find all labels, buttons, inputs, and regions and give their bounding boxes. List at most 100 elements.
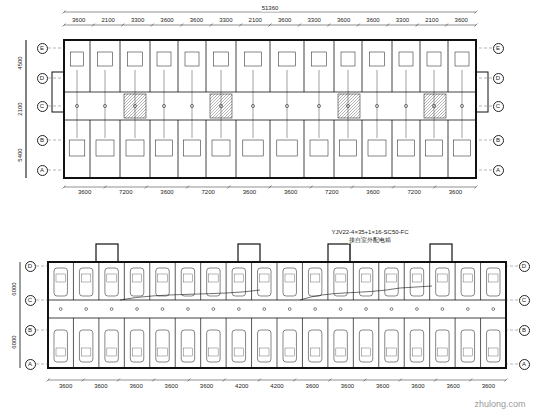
- wall: [334, 120, 335, 178]
- furniture: [427, 52, 441, 66]
- axis-letter: A: [496, 167, 500, 173]
- dimension-text: 3600: [454, 17, 469, 24]
- dimension-text: 3600: [189, 17, 204, 24]
- axis-line: [506, 364, 518, 365]
- car: [79, 268, 92, 296]
- dimension-tick: [433, 186, 436, 189]
- car: [461, 268, 474, 296]
- car: [181, 268, 194, 296]
- stall-wall: [175, 318, 176, 368]
- wall: [270, 40, 271, 92]
- wall: [392, 40, 393, 92]
- car: [183, 274, 192, 282]
- wall: [304, 120, 305, 178]
- wall: [448, 120, 449, 178]
- furniture: [310, 140, 328, 156]
- wire: [253, 70, 254, 106]
- stall-wall: [73, 262, 74, 300]
- car: [334, 330, 347, 362]
- dimension-text: 3600: [159, 189, 174, 196]
- stall-wall: [149, 262, 150, 300]
- dimension-text: 7200: [407, 189, 422, 196]
- dimension-tick: [92, 24, 95, 27]
- lamp-symbol: [187, 308, 190, 311]
- wall: [90, 40, 91, 92]
- furniture: [128, 52, 143, 66]
- car: [181, 330, 194, 362]
- dimension-line: [64, 187, 476, 188]
- axis-bubble: C: [519, 295, 530, 306]
- axis-letter: E: [496, 45, 500, 51]
- car: [436, 330, 449, 362]
- axis-bubble: C: [25, 295, 36, 306]
- stall-wall: [302, 262, 303, 300]
- axis-bubble: A: [25, 359, 36, 370]
- lamp-symbol: [136, 308, 139, 311]
- axis-letter: B: [40, 137, 44, 143]
- axis-letter: A: [28, 361, 32, 367]
- stall-wall: [327, 318, 328, 368]
- dimension-tick: [121, 24, 124, 27]
- dimension-tick: [505, 379, 508, 382]
- dimension-text: 3600: [77, 189, 92, 196]
- stall-wall: [277, 262, 278, 300]
- car: [489, 348, 498, 356]
- car: [310, 274, 319, 282]
- car: [207, 330, 220, 362]
- wire: [164, 106, 165, 138]
- car: [105, 268, 118, 296]
- car: [336, 348, 345, 356]
- stall-wall: [200, 318, 201, 368]
- wire: [287, 70, 288, 106]
- dimension-text: 3600: [58, 383, 73, 390]
- dimension-text: 3300: [306, 17, 321, 24]
- dimension-text: 2100: [100, 17, 115, 24]
- car: [81, 274, 90, 282]
- car: [207, 268, 220, 296]
- dimension-text: 2100: [424, 17, 439, 24]
- axis-line: [36, 364, 48, 365]
- axis-line: [36, 330, 48, 331]
- dimension-tick: [47, 379, 50, 382]
- lamp-symbol: [365, 308, 368, 311]
- lamp-symbol: [339, 308, 342, 311]
- dimension-text: 3600: [336, 17, 351, 24]
- wall: [90, 120, 91, 178]
- furniture: [426, 140, 443, 156]
- furniture: [454, 140, 471, 156]
- wire: [287, 106, 288, 138]
- axis-line: [48, 140, 64, 141]
- stall-wall: [378, 262, 379, 300]
- furniture: [212, 140, 230, 156]
- wall: [178, 120, 179, 178]
- stall-wall: [73, 318, 74, 368]
- car: [156, 268, 169, 296]
- dimension-tick: [180, 24, 183, 27]
- car: [232, 330, 245, 362]
- axis-bubble: A: [37, 165, 48, 176]
- car: [209, 348, 218, 356]
- axis-bubble: A: [519, 359, 530, 370]
- wall: [270, 120, 271, 178]
- lamp-symbol: [237, 308, 240, 311]
- wire: [406, 70, 407, 106]
- garage-plan: [48, 236, 506, 368]
- dimension-tick: [386, 24, 389, 27]
- axis-letter: B: [522, 327, 526, 333]
- furniture: [399, 52, 413, 66]
- car: [234, 274, 243, 282]
- wire: [77, 70, 78, 106]
- wire: [105, 106, 106, 138]
- dimension-tick: [298, 24, 301, 27]
- furniture: [455, 52, 469, 66]
- stall-wall: [404, 262, 405, 300]
- dimension-text: 3600: [283, 189, 298, 196]
- axis-letter: C: [496, 103, 500, 109]
- stall-wall: [277, 318, 278, 368]
- wire: [319, 70, 320, 106]
- axis-bubble: B: [519, 325, 530, 336]
- wall: [236, 40, 237, 92]
- dimension-tick: [223, 379, 226, 382]
- wire: [462, 106, 463, 138]
